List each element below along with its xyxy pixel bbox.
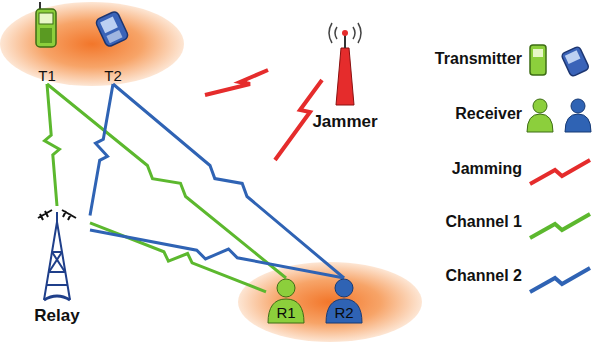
station-node: Jammer: [310, 20, 380, 132]
legend-entry: Jamming: [452, 160, 522, 178]
node-label: Jammer: [312, 113, 377, 132]
node-label: T2: [104, 68, 122, 85]
transmitter-area: [0, 2, 184, 86]
station-node: T1: [30, 4, 64, 84]
legend-entry: Channel 2: [446, 267, 522, 285]
receiver-node: R2: [324, 278, 364, 324]
channel-link: [90, 84, 113, 216]
relay-tower: [38, 210, 76, 300]
node-label: R2: [334, 305, 353, 322]
legend-text: Channel 1: [446, 213, 522, 230]
station-node: T2: [96, 4, 130, 84]
channel-link: [47, 84, 286, 278]
legend-entry: Transmitter: [435, 50, 522, 68]
legend-text: Jamming: [452, 160, 522, 177]
legend-text: Transmitter: [435, 50, 522, 67]
jammer-tower: [329, 23, 361, 105]
phone-icon: [95, 10, 129, 47]
legend-text: Receiver: [455, 105, 522, 122]
legend-receiver-icons: [527, 99, 591, 132]
legend-channel1-bolt: [530, 214, 590, 238]
station-node: Relay: [24, 206, 90, 326]
phone-icon: [36, 2, 56, 47]
node-label: R1: [276, 305, 295, 322]
channel-link: [45, 84, 60, 206]
legend-channel2-bolt: [530, 268, 590, 292]
legend-jamming-bolt: [530, 160, 590, 184]
receiver-node: R1: [266, 278, 306, 324]
legend-text: Channel 2: [446, 267, 522, 284]
channel-link: [90, 230, 344, 278]
node-label: T1: [38, 68, 56, 85]
jamming-bolt: [205, 70, 268, 95]
legend-entry: Channel 1: [446, 213, 522, 231]
legend-transmitter-icons: [530, 45, 590, 77]
legend-entry: Receiver: [455, 105, 522, 123]
node-label: Relay: [34, 307, 79, 326]
